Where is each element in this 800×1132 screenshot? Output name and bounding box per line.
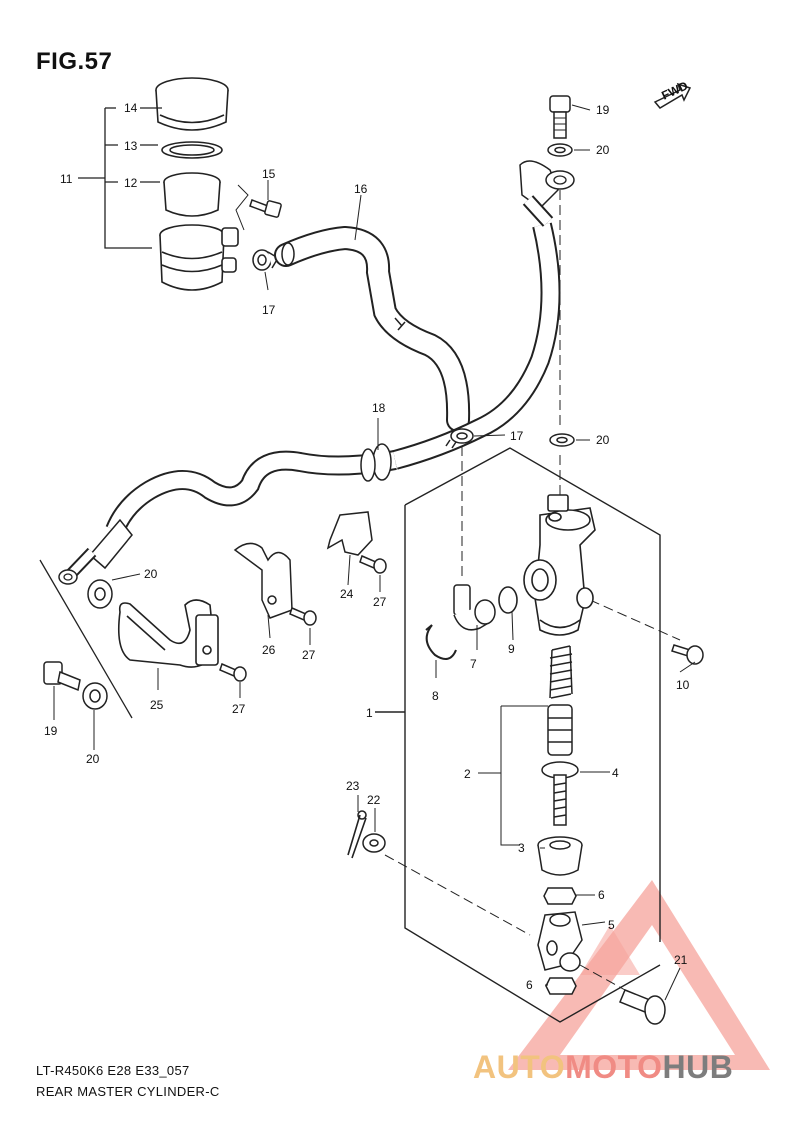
watermark-part-b: MOTO (565, 1049, 663, 1085)
watermark-part-a: AUTO (473, 1049, 566, 1085)
clevis-pin-washer-icon (559, 952, 581, 972)
fwd-arrow-icon: FWD (653, 78, 692, 109)
part-name: REAR MASTER CYLINDER-C (36, 1084, 220, 1099)
callout-26: 26 (262, 643, 276, 657)
callout-9: 9 (508, 642, 515, 656)
callout-5: 5 (608, 918, 615, 932)
brake-hose (58, 160, 575, 585)
banjo-bolt-19-left-icon (43, 661, 81, 692)
callout-27-c: 27 (232, 702, 246, 716)
callout-10: 10 (676, 678, 690, 692)
piston-2-icon (547, 704, 573, 756)
bolt-27-b-icon (289, 606, 317, 626)
inlet-fitting-7-icon (453, 584, 496, 631)
pushrod-4-icon (541, 761, 579, 826)
callout-4: 4 (612, 766, 619, 780)
callout-20-top: 20 (596, 143, 610, 157)
washer-22-icon (362, 833, 386, 853)
callout-3: 3 (518, 841, 525, 855)
callout-20-mid: 20 (596, 433, 610, 447)
callout-6-upper: 6 (598, 888, 605, 902)
clamp-17-icon (252, 249, 280, 271)
callout-25: 25 (150, 698, 164, 712)
callout-14: 14 (124, 101, 138, 115)
assembly-frame-1 (375, 447, 661, 1023)
callout-18: 18 (372, 401, 386, 415)
callout-22: 22 (367, 793, 381, 807)
nut-6-upper-icon (543, 887, 577, 905)
figure-title: FIG.57 (36, 48, 113, 75)
circlip-8-icon (425, 624, 457, 660)
washer-20-mid-icon (549, 433, 575, 447)
bolt-10-icon (671, 644, 704, 665)
callout-27-b: 27 (302, 648, 316, 662)
bolt-27-a-icon (359, 554, 387, 574)
clamp-17-mid-icon (445, 428, 474, 449)
washer-20-lower-icon (82, 682, 108, 710)
callout-1: 1 (366, 706, 373, 720)
boot-3-icon (537, 836, 583, 876)
watermark-text: AUTOMOTOHUB (473, 1049, 733, 1086)
bracket-26-icon (233, 542, 293, 619)
bolt-27-c-icon (219, 662, 247, 682)
callout-23: 23 (346, 779, 360, 793)
callout-2: 2 (464, 767, 471, 781)
callout-15: 15 (262, 167, 276, 181)
washer-20-top-icon (547, 143, 573, 157)
centerlines (384, 190, 681, 991)
cotter-pin-23-icon (347, 810, 367, 859)
callout-19-top: 19 (596, 103, 610, 117)
callout-19-left: 19 (44, 724, 58, 738)
callout-16: 16 (354, 182, 368, 196)
clevis-pin-21-icon (619, 989, 666, 1025)
spring-icon (549, 645, 573, 699)
callout-13: 13 (124, 139, 138, 153)
callout-17-mid: 17 (510, 429, 524, 443)
bolt-15-icon (249, 199, 282, 218)
callout-8: 8 (432, 689, 439, 703)
banjo-bolt-19-top-icon (549, 95, 571, 139)
model-code: LT-R450K6 E28 E33_057 (36, 1063, 190, 1078)
callout-20-left: 20 (144, 567, 158, 581)
bracket-plane-lines (39, 559, 133, 719)
callout-27-a: 27 (373, 595, 387, 609)
reservoir-bracket-lines (78, 107, 162, 249)
callout-24: 24 (340, 587, 354, 601)
watermark-logo (508, 880, 770, 1070)
o-ring-9-icon (498, 586, 518, 614)
callout-7: 7 (470, 657, 477, 671)
callout-6-lower: 6 (526, 978, 533, 992)
hose-clip-25-icon (117, 599, 219, 668)
hose-16 (274, 225, 471, 432)
leader-lines (53, 104, 696, 1001)
master-cylinder-body (523, 494, 596, 636)
callout-labels: 14 13 12 11 15 17 16 18 17 19 20 20 20 1… (44, 101, 690, 992)
washer-20-left-icon (87, 579, 113, 609)
nut-6-lower-icon (545, 977, 577, 995)
watermark-part-c: HUB (662, 1049, 734, 1085)
reservoir-assembly (155, 77, 249, 291)
callout-20-lower: 20 (86, 752, 100, 766)
clamp-24-icon (326, 511, 373, 556)
callout-17-upper: 17 (262, 303, 276, 317)
callout-11: 11 (60, 172, 73, 186)
callout-21: 21 (674, 953, 688, 967)
callout-12: 12 (124, 176, 138, 190)
